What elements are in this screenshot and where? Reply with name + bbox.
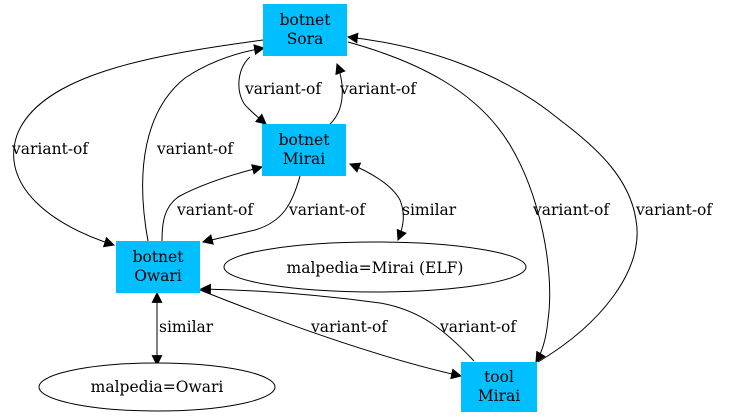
- node-tool-mirai[interactable]: tool Mirai: [461, 362, 537, 412]
- edge-label-owari-tool: variant-of: [310, 318, 388, 336]
- edge-label-tool-owari: variant-of: [439, 318, 517, 336]
- edge-label-tool-sora: variant-of: [635, 201, 713, 219]
- edge-label-owari-sora: variant-of: [156, 140, 234, 158]
- node-malpedia-owari-label: malpedia=Owari: [91, 378, 224, 396]
- edge-mirai-to-sora: variant-of: [329, 62, 417, 125]
- edge-mirai-malpedia-similar: similar: [348, 162, 457, 242]
- node-botnet-owari-type: botnet: [133, 248, 185, 266]
- node-botnet-owari[interactable]: botnet Owari: [116, 241, 200, 293]
- node-botnet-mirai-name: Mirai: [283, 150, 325, 168]
- node-botnet-owari-name: Owari: [134, 267, 182, 285]
- edge-label-owari-mirai: variant-of: [176, 201, 254, 219]
- node-botnet-mirai-type: botnet: [279, 131, 331, 149]
- edge-label-sora-tool: variant-of: [532, 201, 610, 219]
- edge-label-mirai-malpedia: similar: [402, 201, 457, 219]
- node-malpedia-mirai-elf-label: malpedia=Mirai (ELF): [287, 259, 464, 277]
- edge-owari-to-sora: variant-of: [142, 44, 266, 242]
- node-tool-mirai-name: Mirai: [478, 387, 520, 405]
- edge-owari-malpedia-similar: similar: [151, 291, 214, 367]
- node-tool-mirai-type: tool: [484, 368, 514, 386]
- node-botnet-sora[interactable]: botnet Sora: [263, 4, 347, 56]
- edge-mirai-to-owari: variant-of: [201, 175, 366, 245]
- node-botnet-mirai[interactable]: botnet Mirai: [262, 124, 346, 176]
- edge-tool-to-sora: variant-of: [346, 32, 713, 363]
- node-malpedia-mirai-elf[interactable]: malpedia=Mirai (ELF): [223, 241, 527, 293]
- edge-label-sora-owari: variant-of: [11, 140, 89, 158]
- edge-label-owari-malpedia: similar: [159, 318, 214, 336]
- edge-sora-to-owari: variant-of: [11, 39, 264, 248]
- edge-label-mirai-owari: variant-of: [288, 201, 366, 219]
- edge-tool-to-owari: variant-of: [199, 283, 517, 362]
- edge-owari-to-mirai: variant-of: [161, 164, 264, 242]
- edge-owari-to-tool: variant-of: [199, 289, 463, 380]
- edge-sora-to-mirai: variant-of: [238, 56, 322, 125]
- node-botnet-sora-type: botnet: [280, 11, 332, 29]
- node-botnet-sora-name: Sora: [287, 30, 324, 48]
- edge-label-sora-mirai: variant-of: [244, 80, 322, 98]
- edge-sora-to-tool: variant-of: [347, 41, 610, 363]
- node-malpedia-owari[interactable]: malpedia=Owari: [38, 362, 276, 412]
- edge-label-mirai-sora: variant-of: [339, 80, 417, 98]
